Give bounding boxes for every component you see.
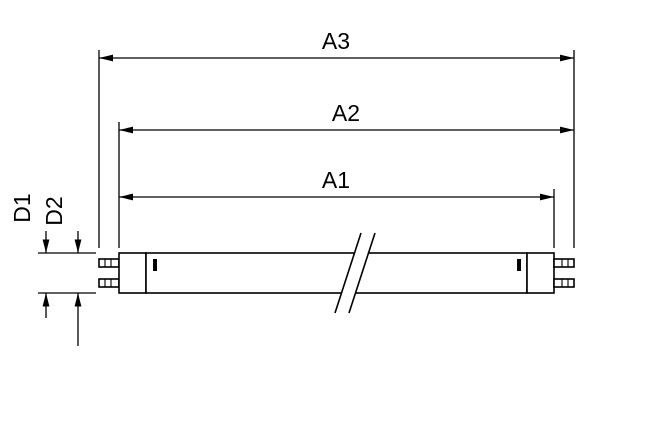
pin-top (98, 258, 120, 268)
arrowhead-right (540, 193, 554, 201)
arrowhead-bottom (42, 293, 50, 307)
break-gap (335, 233, 375, 313)
glass-tube (145, 252, 528, 294)
electrode-mark-right (517, 259, 521, 271)
dimension-d1: D1 (9, 193, 50, 318)
dimension-a1: A1 (119, 167, 555, 248)
tube-lamp (98, 232, 575, 314)
dimension-label-a2: A2 (332, 100, 360, 126)
break-line-left (334, 232, 362, 314)
arrowhead-top (74, 239, 82, 253)
pin-bottom (98, 278, 120, 288)
left-cap (118, 252, 147, 294)
break-symbol (334, 232, 376, 314)
dimension-d2: D2 (41, 196, 82, 346)
right-pins (553, 258, 575, 288)
dimension-a2: A2 (118, 100, 574, 248)
left-pins (98, 258, 120, 288)
right-cap (526, 252, 555, 294)
dimension-label-a3: A3 (322, 28, 350, 54)
dimension-label-d1: D1 (9, 193, 35, 222)
break-line-right (348, 232, 376, 314)
pin-bottom (553, 278, 575, 288)
pin-top (553, 258, 575, 268)
arrowhead-top (42, 239, 50, 253)
electrode-mark-left (153, 259, 157, 271)
arrowhead-left (99, 54, 113, 62)
dimension-label-d2: D2 (41, 196, 67, 225)
arrowhead-bottom (74, 293, 82, 307)
dimension-label-a1: A1 (322, 167, 350, 193)
arrowhead-left (119, 126, 133, 134)
arrowhead-right (560, 126, 574, 134)
arrowhead-right (560, 54, 574, 62)
arrowhead-left (119, 193, 133, 201)
diameter-extension-lines (38, 252, 96, 294)
dimension-a3: A3 (98, 28, 575, 248)
